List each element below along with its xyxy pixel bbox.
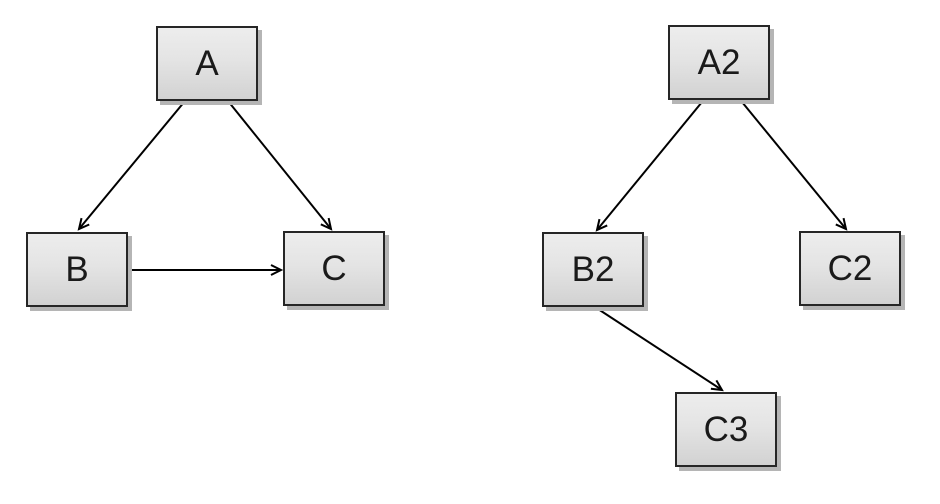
edge-a-c-arrow	[227, 100, 333, 231]
node-c2: C2	[799, 231, 901, 306]
edge-a2-c2-arrow	[741, 101, 848, 231]
node-b2: B2	[542, 232, 644, 307]
node-a2: A2	[668, 25, 770, 100]
node-c: C	[283, 231, 385, 306]
node-c3: C3	[675, 392, 777, 467]
edge-b2-c3-arrow	[594, 306, 724, 392]
edge-a2-b2-arrow	[595, 101, 703, 232]
node-b: B	[26, 232, 128, 307]
edge-a-b-arrow	[77, 100, 186, 231]
node-a: A	[156, 26, 258, 101]
